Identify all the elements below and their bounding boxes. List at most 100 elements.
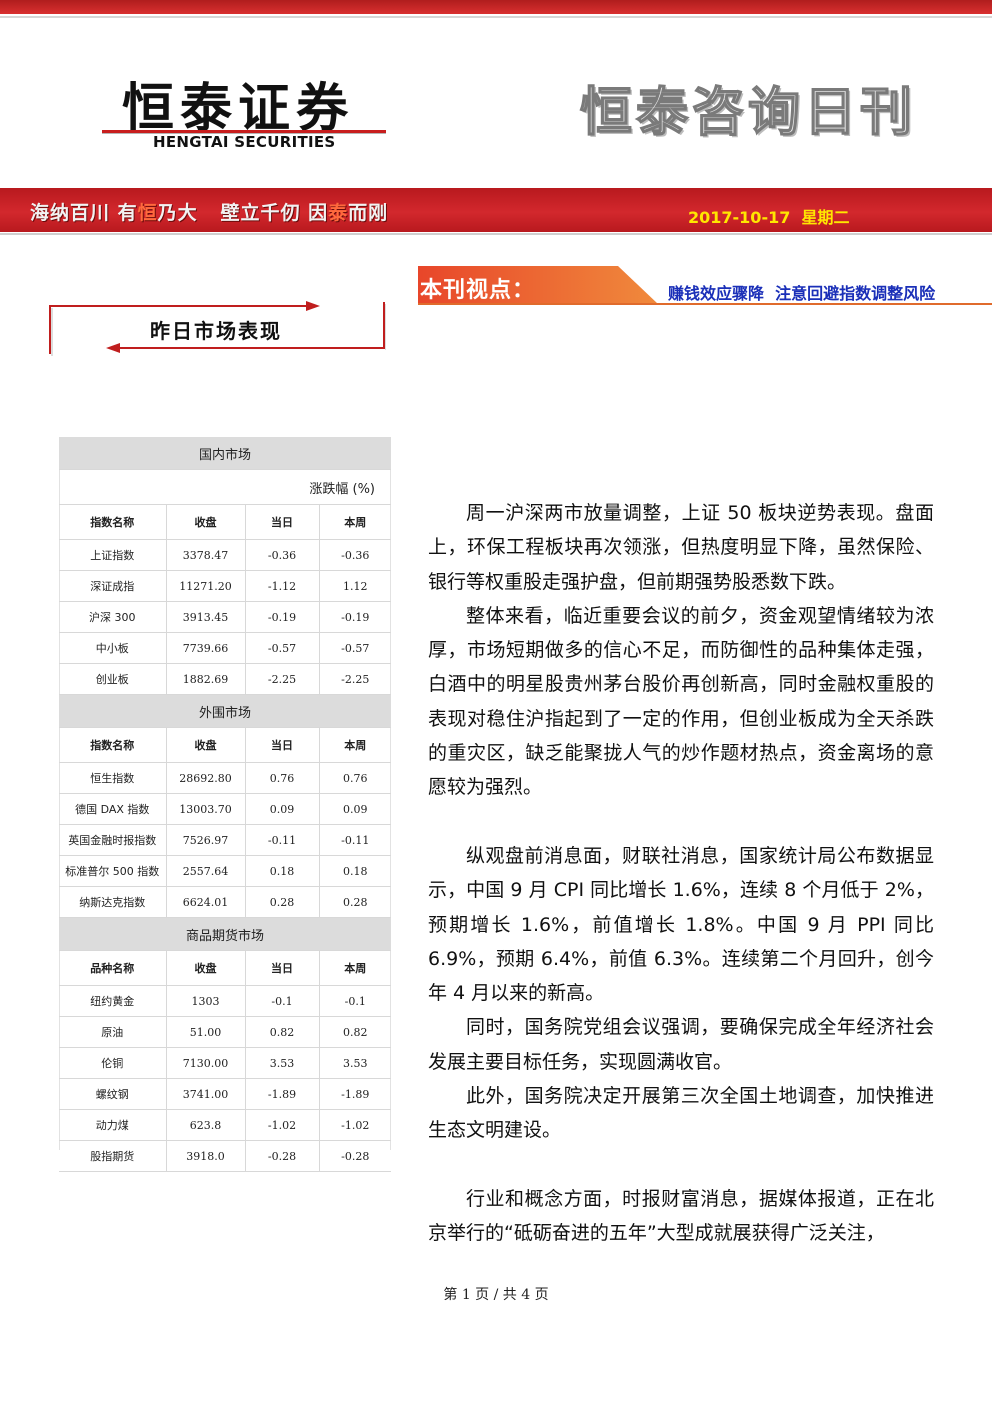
- slogan-part: 而刚: [348, 202, 389, 224]
- value-cell: 3378.47: [165, 539, 245, 571]
- article-body: 周一沪深两市放量调整，上证 50 板块逆势表现。盘面上，环保工程板块再次领涨，但…: [428, 496, 934, 1251]
- unit-cell: 涨跌幅 (%): [59, 469, 392, 505]
- viewpoint-headline: 赚钱效应骤降 注意回避指数调整风险: [668, 284, 936, 303]
- value-cell: 3.53: [244, 1047, 319, 1079]
- value-cell: -1.89: [318, 1078, 392, 1110]
- article-paragraph: 周一沪深两市放量调整，上证 50 板块逆势表现。盘面上，环保工程板块再次领涨，但…: [428, 502, 934, 593]
- row-name-cell: 上证指数: [59, 539, 166, 571]
- row-name-cell: 螺纹钢: [59, 1078, 166, 1110]
- value-cell: 1882.69: [165, 663, 245, 695]
- row-name-cell: 沪深 300: [59, 601, 166, 633]
- company-logo-cn: 恒泰证券: [122, 79, 355, 139]
- value-cell: 7526.97: [165, 824, 245, 856]
- value-cell: 51.00: [165, 1016, 245, 1048]
- value-cell: -0.11: [244, 824, 319, 856]
- slogan-part: 海纳百川 有: [30, 202, 138, 224]
- company-logo-en: HENGTAI SECURITIES: [153, 133, 336, 151]
- value-cell: 3741.00: [165, 1078, 245, 1110]
- value-cell: 0.82: [244, 1016, 319, 1048]
- slogan: 海纳百川 有恒乃大 壁立千仞 因泰而刚: [30, 198, 388, 225]
- value-cell: 13003.70: [165, 793, 245, 825]
- article-paragraph: 纵观盘前消息面，财联社消息，国家统计局公布数据显示，中国 9 月 CPI 同比增…: [428, 844, 934, 1005]
- logo-underline: [102, 130, 386, 133]
- value-cell: 1.12: [318, 570, 392, 602]
- column-header: 本周: [318, 950, 392, 986]
- value-cell: 0.18: [244, 855, 319, 887]
- value-cell: 3.53: [318, 1047, 392, 1079]
- value-cell: 1303: [165, 985, 245, 1017]
- row-name-cell: 股指期货: [59, 1140, 166, 1172]
- section-title: 昨日市场表现: [150, 319, 282, 343]
- value-cell: 3913.45: [165, 601, 245, 633]
- value-cell: -0.57: [318, 632, 392, 664]
- value-cell: -2.25: [318, 663, 392, 695]
- value-cell: 0.76: [318, 762, 392, 794]
- section-frame: [49, 301, 386, 356]
- column-header: 当日: [244, 504, 319, 540]
- row-name-cell: 中小板: [59, 632, 166, 664]
- article-paragraph: 此外，国务院决定开展第三次全国土地调查，加快推进生态文明建设。: [428, 1085, 934, 1142]
- column-header: 品种名称: [59, 950, 166, 986]
- value-cell: -0.19: [318, 601, 392, 633]
- column-header: 本周: [318, 727, 392, 763]
- row-name-cell: 德国 DAX 指数: [59, 793, 166, 825]
- value-cell: -0.11: [318, 824, 392, 856]
- value-cell: -1.02: [244, 1109, 319, 1141]
- row-name-cell: 标准普尔 500 指数: [59, 855, 166, 887]
- value-cell: -1.12: [244, 570, 319, 602]
- article-paragraph: 行业和概念方面，时报财富消息，据媒体报道，正在北京举行的“砥砺奋进的五年”大型成…: [428, 1187, 934, 1245]
- table-header-row: 品种名称收盘当日本周: [59, 950, 392, 986]
- article-paragraph: 同时，国务院党组会议强调，要确保完成全年经济社会发展主要目标任务，实现圆满收官。: [428, 1016, 934, 1073]
- table-header-row: 指数名称收盘当日本周: [59, 727, 392, 763]
- row-name-cell: 深证成指: [59, 570, 166, 602]
- viewpoint-label: 本刊视点：: [420, 278, 536, 303]
- value-cell: 2557.64: [165, 855, 245, 887]
- row-name-cell: 创业板: [59, 663, 166, 695]
- section-title-cell: 外围市场: [59, 694, 392, 728]
- slogan-highlight: 恒: [137, 202, 158, 224]
- row-name-cell: 动力煤: [59, 1109, 166, 1141]
- slogan-bar: [0, 188, 992, 235]
- row-name-cell: 原油: [59, 1016, 166, 1048]
- value-cell: -0.36: [244, 539, 319, 571]
- column-header: 当日: [244, 727, 319, 763]
- column-header: 当日: [244, 950, 319, 986]
- value-cell: 0.09: [318, 793, 392, 825]
- row-name-cell: 纽约黄金: [59, 985, 166, 1017]
- top-red-line: [0, 0, 992, 18]
- column-header: 收盘: [165, 950, 245, 986]
- table-unit-row: 涨跌幅 (%): [59, 469, 392, 505]
- value-cell: 623.8: [165, 1109, 245, 1141]
- value-cell: 11271.20: [165, 570, 245, 602]
- value-cell: -0.28: [318, 1140, 392, 1172]
- value-cell: -0.57: [244, 632, 319, 664]
- row-name-cell: 伦铜: [59, 1047, 166, 1079]
- publication-title: 恒泰咨询日刊: [579, 82, 917, 144]
- table-section-title: 外围市场: [59, 694, 392, 728]
- value-cell: -0.28: [244, 1140, 319, 1172]
- value-cell: -0.1: [318, 985, 392, 1017]
- value-cell: 3918.0: [165, 1140, 245, 1172]
- value-cell: 7130.00: [165, 1047, 245, 1079]
- value-cell: -1.89: [244, 1078, 319, 1110]
- table-header-row: 指数名称收盘当日本周: [59, 504, 392, 540]
- value-cell: 0.82: [318, 1016, 392, 1048]
- column-header: 指数名称: [59, 727, 166, 763]
- page-number: 第 1 页 / 共 4 页: [443, 1287, 549, 1303]
- section-title-cell: 商品期货市场: [59, 917, 392, 951]
